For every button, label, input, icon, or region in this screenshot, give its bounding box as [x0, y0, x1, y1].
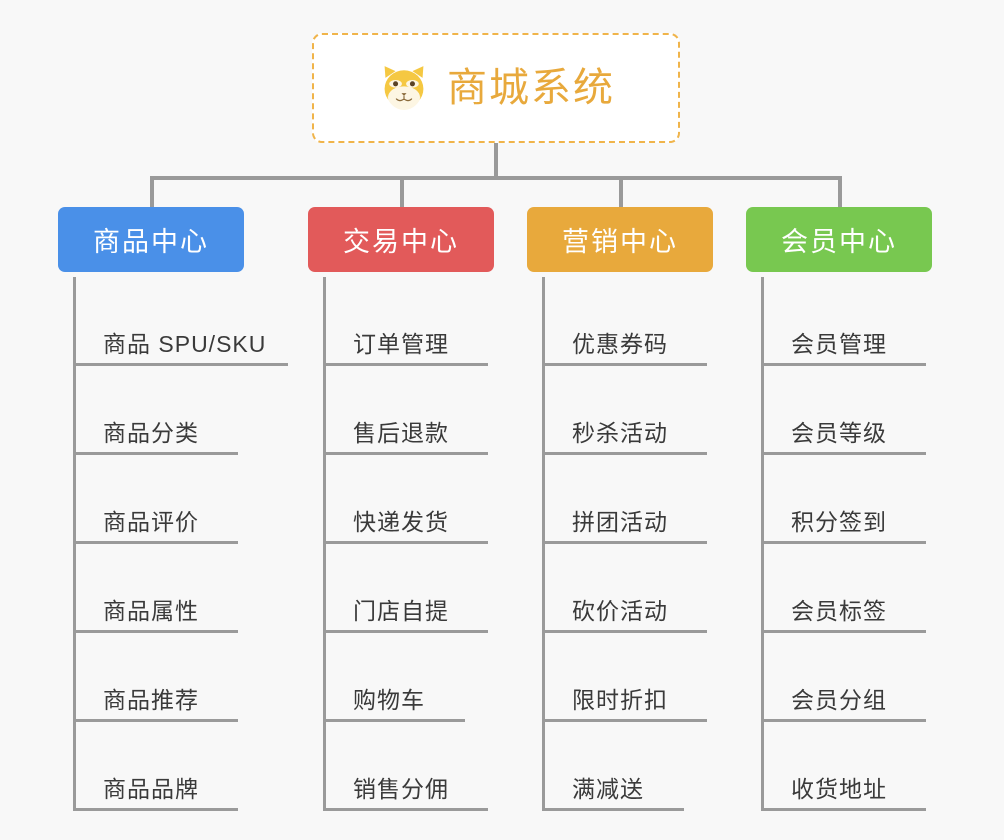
- connector-bus-bar: [150, 176, 841, 180]
- column-header-label: 会员中心: [781, 227, 897, 257]
- column-header-label: 交易中心: [343, 227, 459, 257]
- leaf-label: 售后退款: [353, 419, 449, 446]
- leaf-label: 会员标签: [791, 597, 887, 624]
- leaf-label: 会员等级: [791, 419, 887, 446]
- leaf-item[interactable]: 收货地址: [761, 722, 926, 811]
- root-node[interactable]: 商城系统: [312, 33, 680, 143]
- column-header-label: 营销中心: [562, 227, 678, 257]
- leaf-item[interactable]: 优惠券码: [542, 277, 707, 366]
- leaf-item[interactable]: 商品品牌: [73, 722, 238, 811]
- leaf-item[interactable]: 限时折扣: [542, 633, 707, 722]
- leaf-item[interactable]: 会员管理: [761, 277, 926, 366]
- column-spine-member-center: [761, 277, 764, 811]
- leaf-label: 商品属性: [103, 597, 199, 624]
- shiba-dog-face-icon: [384, 66, 424, 110]
- leaf-item[interactable]: 购物车: [323, 633, 465, 722]
- column-header-member-center[interactable]: 会员中心: [746, 207, 932, 272]
- connector-drop-trade-center: [400, 176, 404, 209]
- connector-drop-marketing-center: [619, 176, 623, 209]
- leaf-label: 满减送: [572, 775, 644, 802]
- leaf-label: 积分签到: [791, 508, 887, 535]
- leaf-label: 限时折扣: [572, 686, 668, 713]
- leaf-label: 商品推荐: [103, 686, 199, 713]
- leaf-label: 拼团活动: [572, 508, 668, 535]
- leaf-label: 商品分类: [103, 419, 199, 446]
- leaf-item[interactable]: 门店自提: [323, 544, 488, 633]
- leaf-label: 订单管理: [353, 330, 449, 357]
- leaf-label: 秒杀活动: [572, 419, 668, 446]
- leaf-item[interactable]: 快递发货: [323, 455, 488, 544]
- column-header-label: 商品中心: [93, 227, 209, 257]
- column-spine-trade-center: [323, 277, 326, 811]
- leaf-item[interactable]: 商品推荐: [73, 633, 238, 722]
- connector-drop-member-center: [838, 176, 842, 209]
- leaf-item[interactable]: 秒杀活动: [542, 366, 707, 455]
- column-header-product-center[interactable]: 商品中心: [58, 207, 244, 272]
- leaf-label: 砍价活动: [572, 597, 668, 624]
- leaf-item[interactable]: 售后退款: [323, 366, 488, 455]
- column-header-marketing-center[interactable]: 营销中心: [527, 207, 713, 272]
- leaf-label: 优惠券码: [572, 330, 668, 357]
- leaf-label: 快递发货: [353, 508, 449, 535]
- connector-root-stem: [494, 143, 498, 178]
- root-title: 商城系统: [447, 66, 615, 110]
- leaf-label: 会员分组: [791, 686, 887, 713]
- leaf-label: 销售分佣: [353, 775, 449, 802]
- leaf-label: 收货地址: [791, 775, 887, 802]
- column-header-trade-center[interactable]: 交易中心: [308, 207, 494, 272]
- column-spine-product-center: [73, 277, 76, 811]
- leaf-label: 商品评价: [103, 508, 199, 535]
- leaf-item[interactable]: 会员标签: [761, 544, 926, 633]
- column-spine-marketing-center: [542, 277, 545, 811]
- leaf-item[interactable]: 会员等级: [761, 366, 926, 455]
- leaf-item[interactable]: 订单管理: [323, 277, 488, 366]
- leaf-label: 会员管理: [791, 330, 887, 357]
- connector-drop-product-center: [150, 176, 154, 209]
- leaf-label: 门店自提: [353, 597, 449, 624]
- leaf-item[interactable]: 商品 SPU/SKU: [73, 277, 288, 366]
- leaf-item[interactable]: 会员分组: [761, 633, 926, 722]
- leaf-item[interactable]: 拼团活动: [542, 455, 707, 544]
- leaf-label: 购物车: [353, 686, 425, 713]
- leaf-item[interactable]: 销售分佣: [323, 722, 488, 811]
- leaf-item[interactable]: 积分签到: [761, 455, 926, 544]
- leaf-item[interactable]: 商品分类: [73, 366, 238, 455]
- leaf-item[interactable]: 商品评价: [73, 455, 238, 544]
- leaf-item[interactable]: 满减送: [542, 722, 684, 811]
- leaf-label: 商品 SPU/SKU: [103, 330, 267, 357]
- leaf-item[interactable]: 砍价活动: [542, 544, 707, 633]
- leaf-label: 商品品牌: [103, 775, 199, 802]
- leaf-item[interactable]: 商品属性: [73, 544, 238, 633]
